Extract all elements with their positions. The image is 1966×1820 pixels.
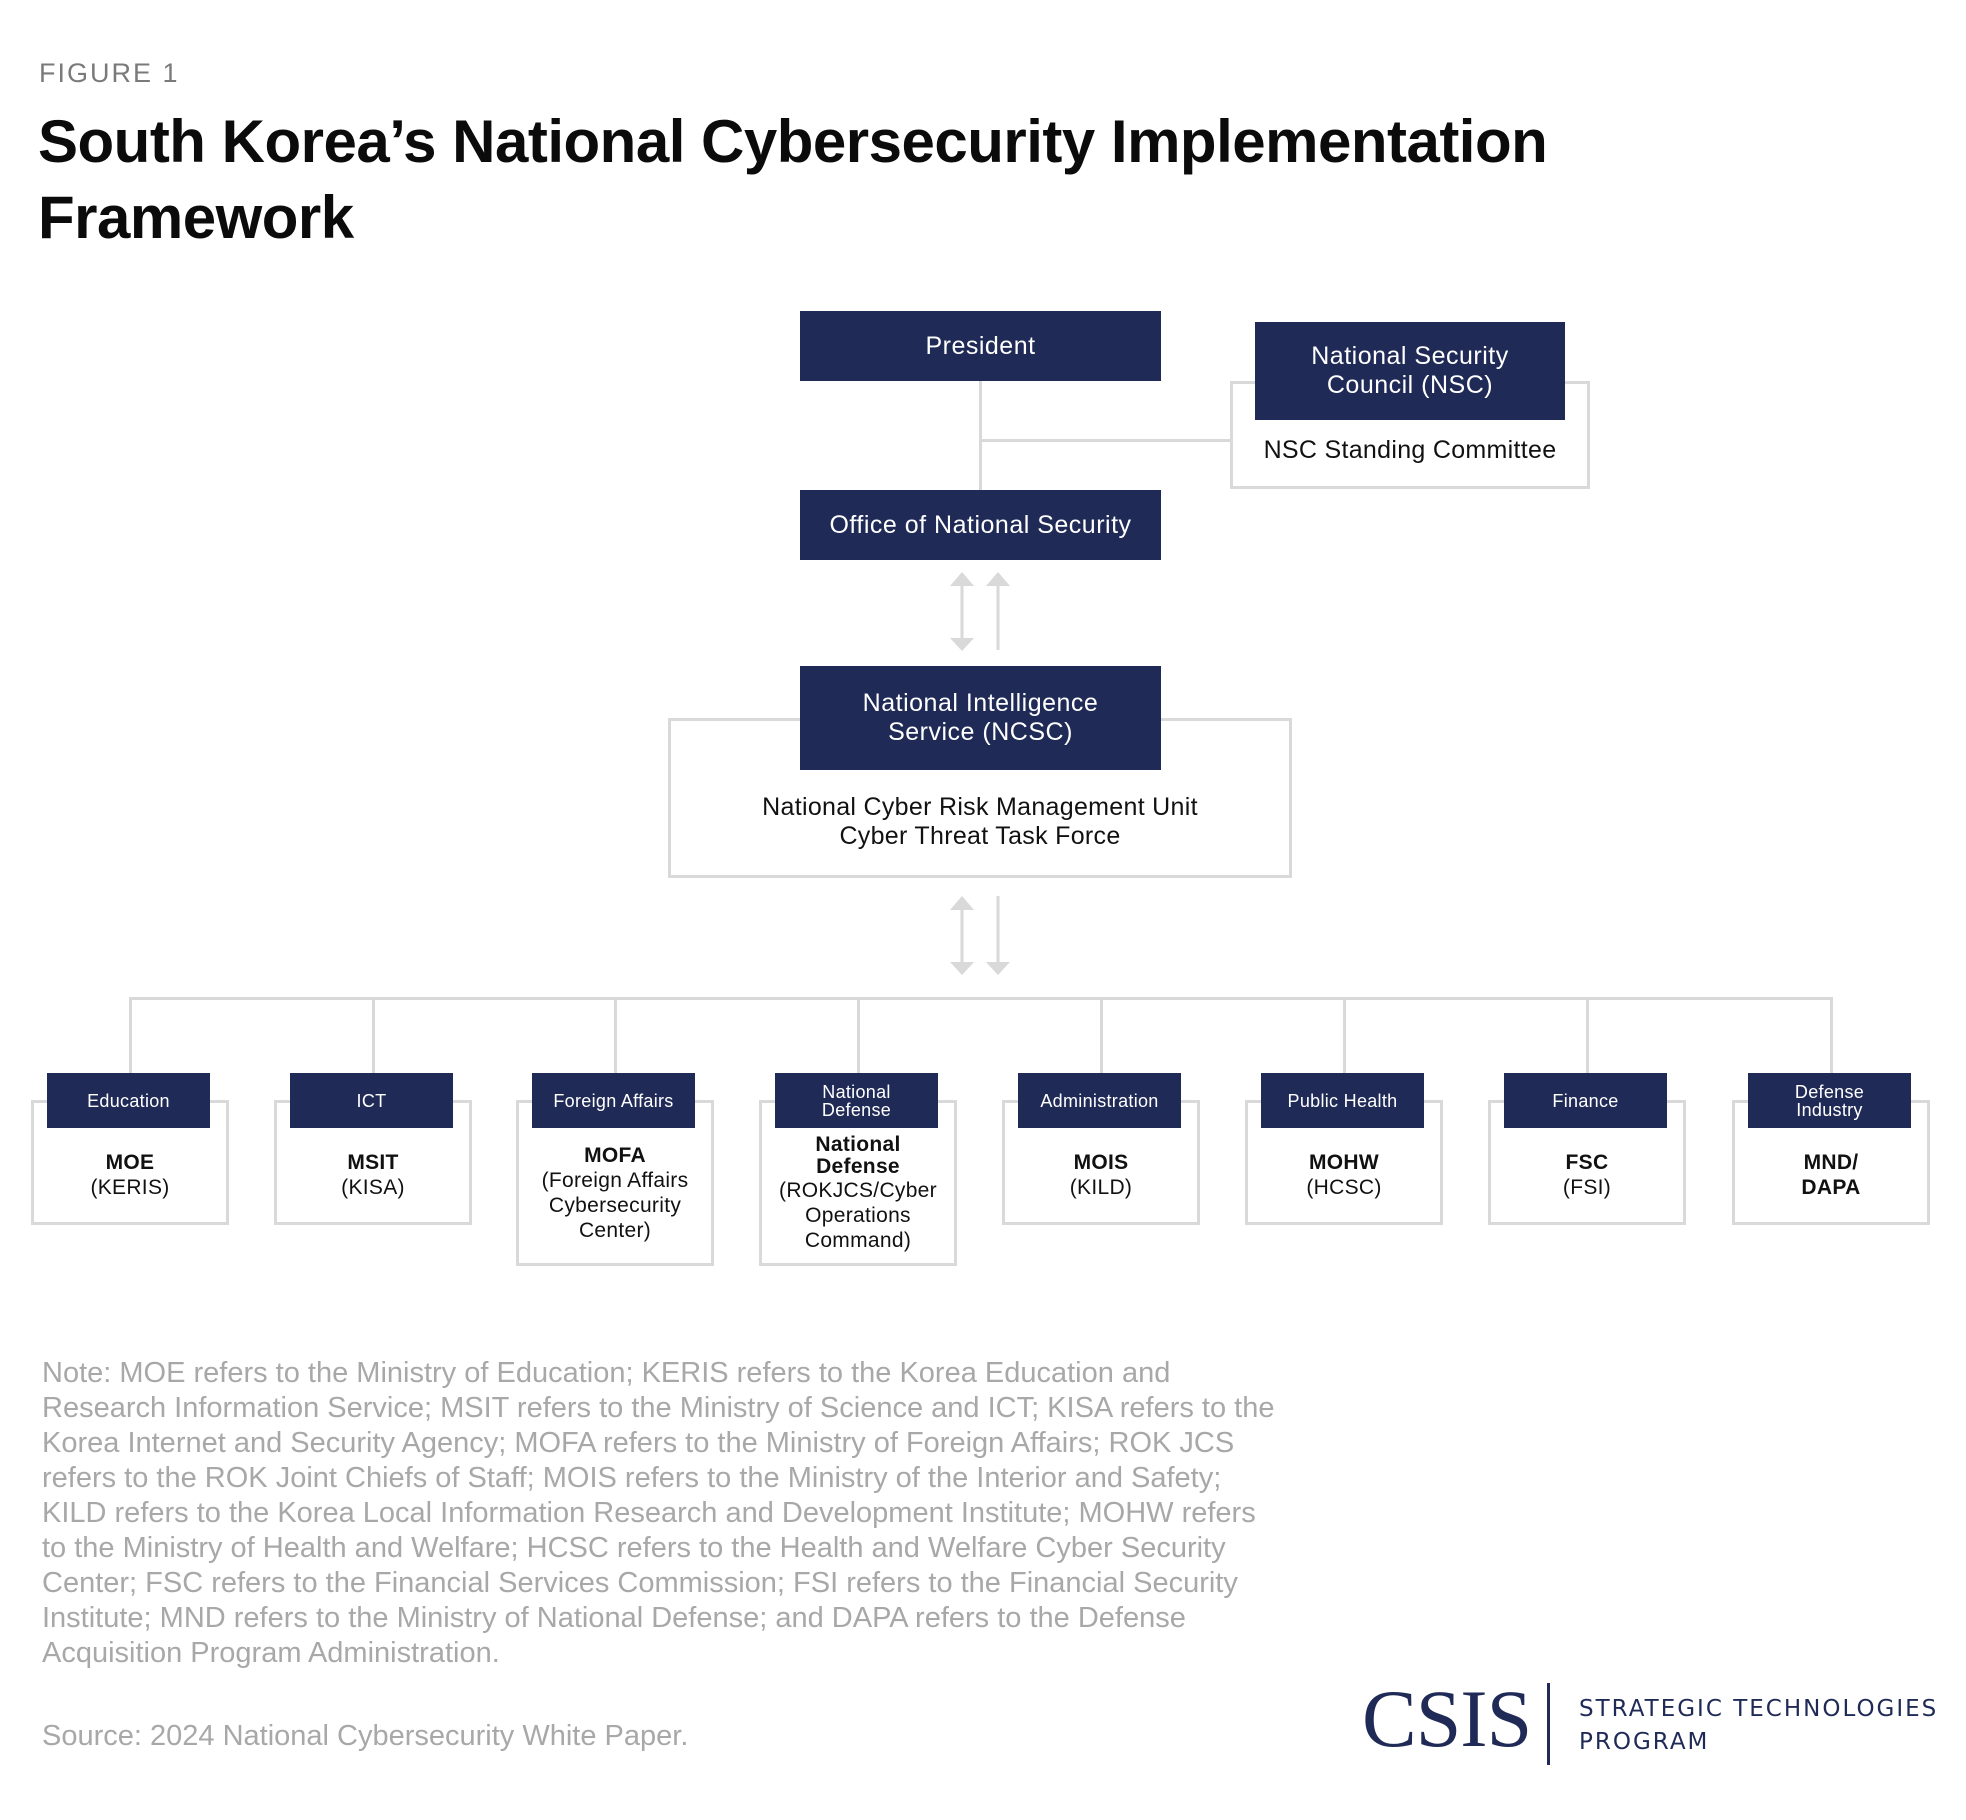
office-national-security-label: Office of National Security (829, 510, 1132, 539)
sector-connector (372, 997, 375, 1074)
connector-president-office (979, 381, 982, 491)
sector-header-public-health: Public Health (1261, 1073, 1424, 1128)
nis-label: National Intelligence Service (NCSC) (862, 689, 1099, 746)
sector-connector (1100, 997, 1103, 1074)
sector-connector (1343, 997, 1346, 1074)
sector-bus-line (129, 997, 1833, 1000)
nsc-label: National Security Council (NSC) (1311, 342, 1509, 399)
sector-body-administration: MOIS(KILD) (1069, 1151, 1133, 1199)
president-box: President (800, 311, 1161, 381)
program-name: STRATEGIC TECHNOLOGIES PROGRAM (1579, 1693, 1938, 1759)
sector-header-education: Education (47, 1073, 210, 1128)
sector-body-defense-industry: MND/ DAPA (1801, 1151, 1861, 1199)
nis-unit-risk-management: National Cyber Risk Management Unit (762, 793, 1198, 821)
connector-to-nsc (979, 439, 1231, 442)
sector-body-ict: MSIT(KISA) (341, 1151, 405, 1199)
csis-logo: CSIS (1362, 1673, 1532, 1764)
office-national-security-box: Office of National Security (800, 490, 1161, 560)
sector-body-public-health: MOHW(HCSC) (1306, 1151, 1382, 1199)
sector-connector (857, 997, 860, 1074)
sector-body-finance: FSC(FSI) (1562, 1151, 1612, 1199)
sector-connector (129, 997, 132, 1074)
nis-box: National Intelligence Service (NCSC) (800, 666, 1161, 770)
nis-unit-threat-task-force: Cyber Threat Task Force (839, 822, 1121, 850)
footnote: Note: MOE refers to the Ministry of Educ… (42, 1357, 1275, 1669)
sector-connector (1830, 997, 1833, 1074)
nsc-standing-committee: NSC Standing Committee (1263, 436, 1557, 464)
president-label: President (925, 331, 1036, 360)
sector-header-administration: Administration (1018, 1073, 1181, 1128)
program-line-1: STRATEGIC TECHNOLOGIES (1579, 1696, 1939, 1722)
sector-connector (614, 997, 617, 1074)
sector-header-national-defense: National Defense (775, 1073, 938, 1128)
figure-label: FIGURE 1 (39, 58, 180, 88)
nsc-box: National Security Council (NSC) (1255, 322, 1565, 420)
sector-header-ict: ICT (290, 1073, 453, 1128)
source-line: Source: 2024 National Cybersecurity Whit… (42, 1720, 689, 1752)
figure-title: South Korea’s National Cybersecurity Imp… (38, 108, 1548, 251)
logo-divider (1547, 1683, 1550, 1765)
sector-connector (1586, 997, 1589, 1074)
sector-header-finance: Finance (1504, 1073, 1667, 1128)
nis-units: National Cyber Risk Management Unit Cybe… (668, 793, 1292, 851)
sector-body-national-defense: National Defense(ROKJCS/Cyber Operations… (779, 1133, 937, 1253)
sector-header-foreign-affairs: Foreign Affairs (532, 1073, 695, 1128)
sector-body-education: MOE(KERIS) (90, 1151, 170, 1199)
sector-body-foreign-affairs: MOFA(Foreign Affairs Cybersecurity Cente… (541, 1144, 689, 1242)
sector-header-defense-industry: Defense Industry (1748, 1073, 1911, 1128)
program-line-2: PROGRAM (1579, 1729, 1710, 1755)
